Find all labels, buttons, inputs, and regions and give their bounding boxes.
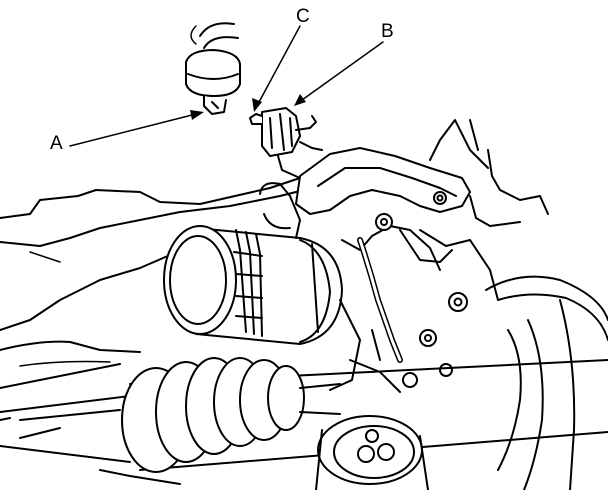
callout-label-c: C [296,6,310,27]
engine-block [259,182,499,393]
transmission-housing [485,275,608,490]
arrow-b [294,94,306,106]
leader-b [301,41,384,101]
callout-leaders [69,25,384,147]
callout-label-a: A [50,133,63,154]
oil-pressure-switch [249,107,323,179]
leader-c [257,25,301,105]
body-panel-outline [0,169,321,421]
mounting-bracket [295,119,549,227]
lower-splash-shield [0,340,181,485]
callout-label-b: B [381,21,394,42]
leader-arrowheads [190,94,306,120]
arrow-a [190,110,204,120]
cv-joint-boot [121,357,341,473]
leader-a [69,113,197,147]
oil-filter [163,225,343,345]
arrow-c [252,98,262,112]
switch-connector-plug [185,22,241,115]
axle-hub [315,415,429,490]
